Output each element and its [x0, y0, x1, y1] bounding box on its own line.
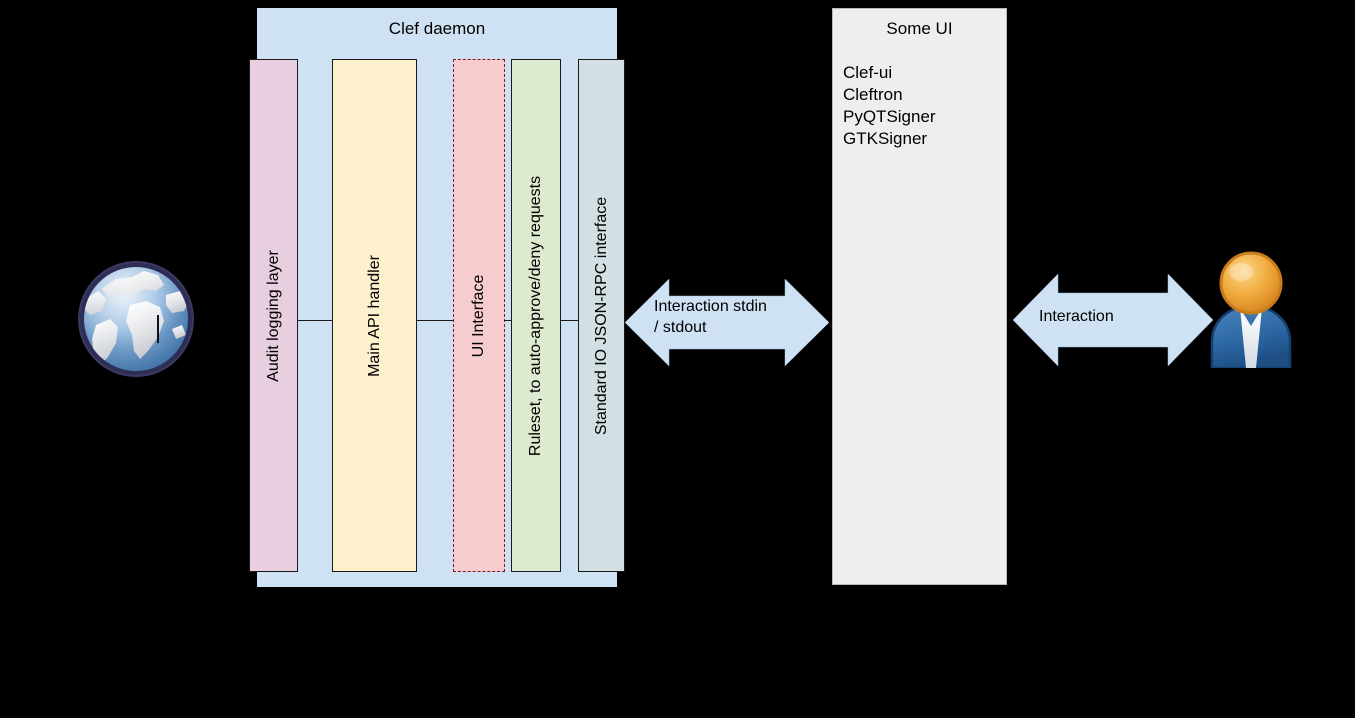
some-ui-title: Some UI — [886, 19, 953, 38]
connector-api-to-ui — [416, 320, 454, 321]
some-ui-item-list: Clef-ui Cleftron PyQTSigner GTKSigner — [843, 62, 1003, 150]
connector-ruleset-to-stdio — [560, 320, 579, 321]
layer-label-main-api-handler: Main API handler — [365, 254, 383, 377]
layer-box-ruleset[interactable]: Ruleset, to auto-approve/deny requests — [511, 59, 561, 572]
some-ui-item-clef-ui[interactable]: Clef-ui — [843, 63, 893, 82]
layer-box-standard-io-jsonrpc[interactable]: Standard IO JSON-RPC interface — [578, 59, 625, 572]
globe-icon — [72, 255, 202, 385]
some-ui-item-gtksigner[interactable]: GTKSigner — [843, 129, 928, 148]
layer-box-ui-interface[interactable]: UI Interface — [453, 59, 505, 572]
arrow-user-interaction — [1013, 274, 1213, 366]
connector-audit-to-api — [297, 320, 333, 321]
some-ui-item-cleftron[interactable]: Cleftron — [843, 85, 903, 104]
layer-box-main-api-handler[interactable]: Main API handler — [332, 59, 417, 572]
clef-daemon-title: Clef daemon — [388, 19, 486, 38]
layer-label-ruleset: Ruleset, to auto-approve/deny requests — [527, 175, 544, 456]
arrow-stdin-stdout — [625, 279, 829, 366]
some-ui-item-pyqtsigner[interactable]: PyQTSigner — [843, 107, 936, 126]
layer-label-audit-logging: Audit logging layer — [264, 249, 282, 382]
clef-daemon-container — [257, 8, 617, 587]
layer-box-audit-logging[interactable]: Audit logging layer — [249, 59, 298, 572]
layer-label-ui-interface: UI Interface — [470, 274, 487, 357]
user-icon — [1200, 250, 1302, 370]
some-ui-panel — [832, 8, 1007, 585]
connector-ui-to-ruleset — [504, 320, 512, 321]
layer-label-standard-io-jsonrpc: Standard IO JSON-RPC interface — [592, 196, 610, 435]
